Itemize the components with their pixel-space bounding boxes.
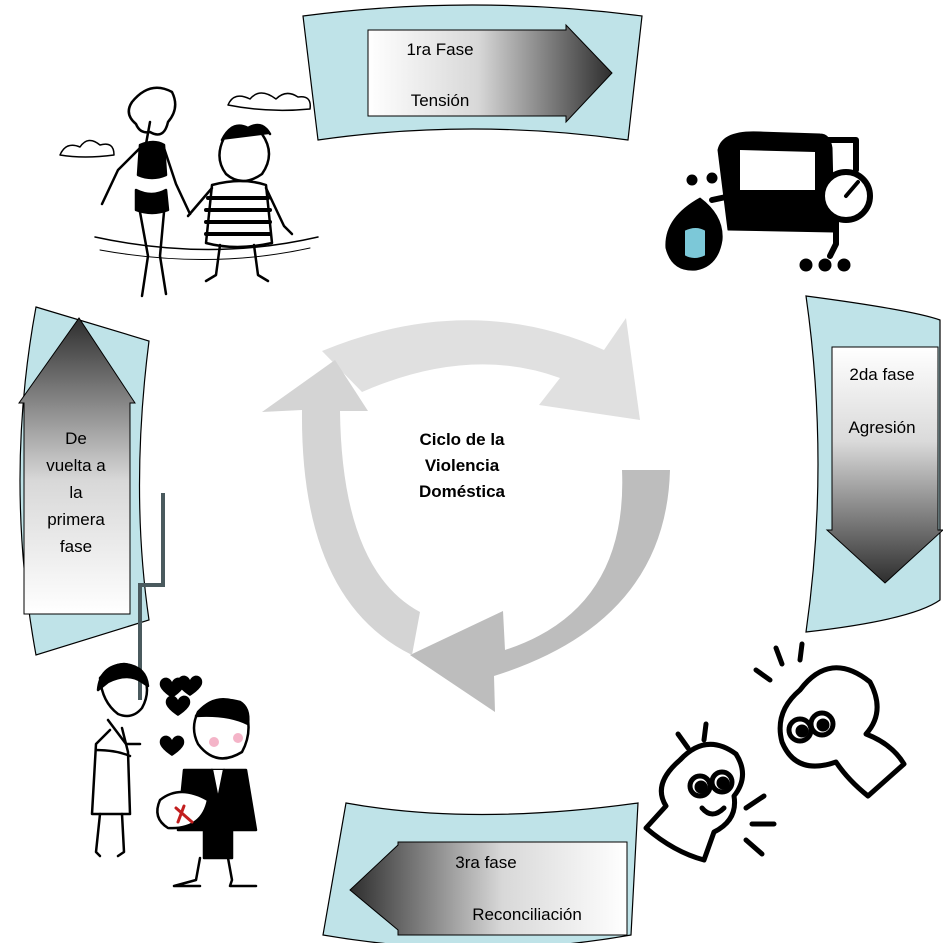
connector-line xyxy=(138,493,165,700)
tension-label-1: 1ra Fase xyxy=(406,40,473,59)
back-label-2: vuelta a xyxy=(46,456,106,475)
arrow-aggression xyxy=(825,346,943,584)
romantic-couple-icon xyxy=(90,662,258,888)
cycle-arrow-top-right xyxy=(322,318,640,420)
back-label-1: De xyxy=(65,429,87,448)
tension-label-2: Tensión xyxy=(411,91,470,110)
arrow-tension xyxy=(367,23,613,124)
cycle-arrow-bottom xyxy=(410,470,670,712)
cycle-arrows xyxy=(262,318,670,712)
reconciliation-label-2: Reconciliación xyxy=(472,905,582,924)
couple-beach-icon xyxy=(59,86,319,298)
back-label-4: primera xyxy=(47,510,105,529)
back-label-5: fase xyxy=(60,537,92,556)
pressure-gauge-icon xyxy=(665,131,873,272)
reconciliation-label-1: 3ra fase xyxy=(455,853,516,872)
arrow-reconciliation xyxy=(349,841,628,936)
hearts-icon xyxy=(159,675,203,756)
aggression-label-2: Agresión xyxy=(848,418,915,437)
title-line-2: Violencia xyxy=(425,456,500,475)
cycle-arrow-left xyxy=(262,360,420,655)
back-label-3: la xyxy=(69,483,83,502)
title-line-3: Doméstica xyxy=(419,482,506,501)
angry-faces-icon xyxy=(643,641,907,863)
arrow-back-first xyxy=(18,317,136,615)
aggression-label-1: 2da fase xyxy=(849,365,914,384)
title-line-1: Ciclo de la xyxy=(419,430,505,449)
